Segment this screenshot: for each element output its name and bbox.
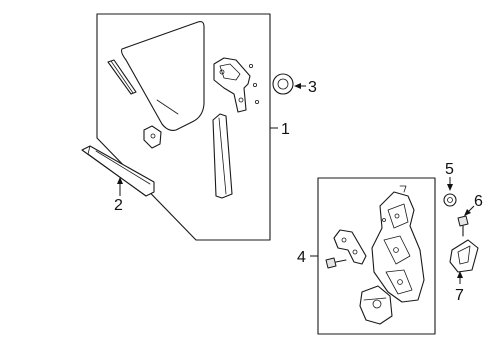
callout-6-label: 6 xyxy=(474,193,483,210)
belt-molding xyxy=(81,145,155,197)
glass-clip xyxy=(143,125,162,149)
callout-3-label: 3 xyxy=(308,79,317,96)
regulator-body xyxy=(371,185,425,303)
glass-channel xyxy=(212,113,233,199)
quarter-glass xyxy=(120,21,205,131)
regulator-motor xyxy=(359,285,393,325)
callout-5: 5 xyxy=(445,161,454,191)
glass-hinge-bracket xyxy=(213,57,259,113)
small-bolt xyxy=(457,215,469,237)
callout-6: 6 xyxy=(464,193,483,216)
callout-5-label: 5 xyxy=(445,161,454,178)
regulator-bracket xyxy=(333,229,367,265)
regulator-bolt xyxy=(325,257,347,269)
callout-4-label: 4 xyxy=(297,249,306,266)
callout-1: 1 xyxy=(270,121,290,138)
callout-4: 4 xyxy=(297,249,318,266)
callout-3: 3 xyxy=(294,79,317,96)
grommet xyxy=(272,73,294,95)
glass-weatherstrip xyxy=(107,59,137,95)
side-bracket xyxy=(449,239,479,273)
callout-7-label: 7 xyxy=(455,287,464,304)
washer xyxy=(443,193,457,207)
callout-1-label: 1 xyxy=(281,121,290,138)
callout-7: 7 xyxy=(455,271,464,304)
callout-2-label: 2 xyxy=(114,197,123,214)
callout-2: 2 xyxy=(114,177,123,214)
glass-assembly-box xyxy=(96,13,271,241)
